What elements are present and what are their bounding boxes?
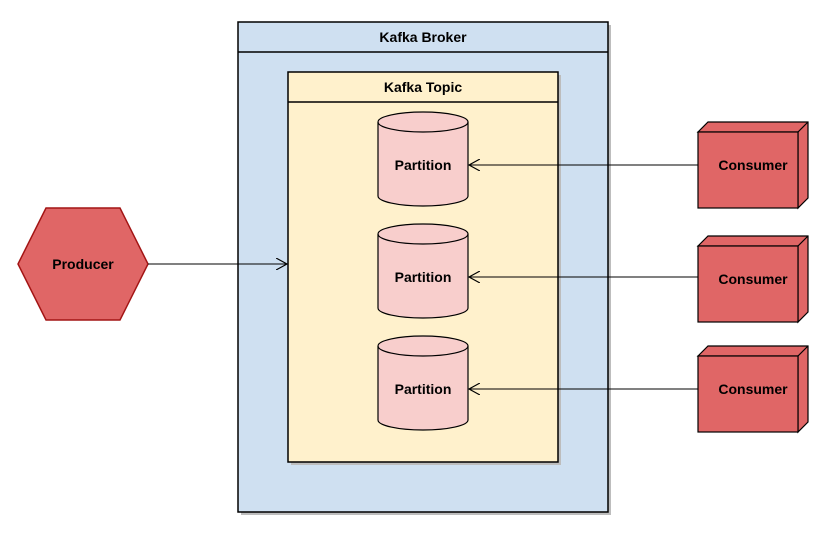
consumer-label: Consumer bbox=[718, 381, 788, 397]
partition-cylinder: Partition bbox=[377, 111, 469, 207]
consumer-node: Consumer bbox=[696, 345, 809, 434]
consumer-node: Consumer bbox=[696, 121, 809, 210]
partition-label: Partition bbox=[395, 269, 452, 285]
producer-node: Producer bbox=[17, 207, 149, 321]
partition-cylinder: Partition bbox=[377, 335, 469, 431]
topic-title: Kafka Topic bbox=[384, 79, 463, 95]
consumer-label: Consumer bbox=[718, 157, 788, 173]
producer-label: Producer bbox=[52, 256, 114, 272]
partition-cylinder: Partition bbox=[377, 223, 469, 319]
consumer-label: Consumer bbox=[718, 271, 788, 287]
partition-label: Partition bbox=[395, 381, 452, 397]
partition-label: Partition bbox=[395, 157, 452, 173]
consumer-node: Consumer bbox=[696, 235, 809, 324]
broker-title: Kafka Broker bbox=[379, 29, 467, 45]
